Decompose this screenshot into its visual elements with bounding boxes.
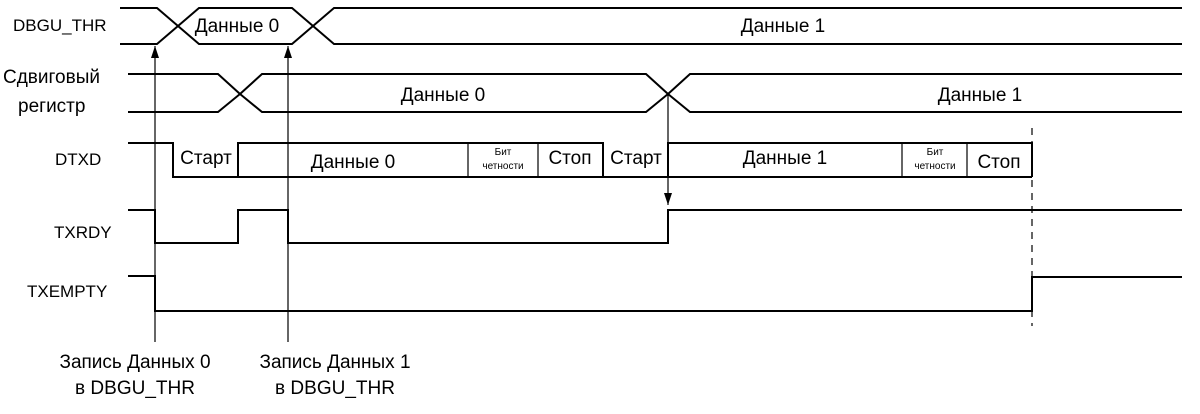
shift-register-data1: Данные 1	[938, 85, 1023, 106]
shift-register-label-line1: Сдвиговый	[3, 67, 100, 88]
dbgu-thr-label: DBGU_THR	[13, 16, 107, 35]
dtxd-label: DTXD	[55, 150, 101, 169]
write0-arrow	[151, 46, 159, 342]
txrdy-waveform	[128, 209, 1182, 244]
dtxd-start-1: Старт	[180, 148, 232, 169]
dtxd-data1: Данные 1	[743, 148, 828, 169]
dtxd-parity-2-line1: Бит	[927, 147, 944, 158]
write0-caption-line1: Запись Данных 0	[59, 352, 210, 373]
dbgu-thr-data1: Данные 1	[741, 16, 826, 37]
txempty-label: TXEMPTY	[27, 282, 107, 301]
dbgu-thr-bus	[120, 7, 1182, 45]
dtxd-waveform	[128, 142, 1033, 178]
shift-register-bus	[128, 73, 1182, 113]
dtxd-parity-1-line1: Бит	[495, 147, 512, 158]
dtxd-data0: Данные 0	[311, 152, 396, 173]
write1-caption-line1: Запись Данных 1	[259, 352, 410, 373]
write1-arrow	[284, 46, 292, 342]
dtxd-stop-1: Стоп	[548, 148, 591, 169]
dtxd-stop-2: Стоп	[977, 152, 1020, 173]
write1-caption-line2: в DBGU_THR	[275, 378, 395, 399]
shift-register-label-line2: регистр	[18, 96, 85, 117]
txempty-waveform	[128, 275, 1182, 312]
txrdy-label: TXRDY	[54, 223, 112, 242]
shift-register-data0: Данные 0	[401, 85, 486, 106]
dtxd-start-2: Старт	[610, 148, 662, 169]
txrdy-trigger-arrow	[664, 95, 672, 205]
dtxd-parity-2-line2: четности	[914, 161, 955, 172]
dbgu-thr-data0: Данные 0	[195, 16, 280, 37]
write0-caption-line2: в DBGU_THR	[75, 378, 195, 399]
dtxd-parity-1-line2: четности	[482, 161, 523, 172]
